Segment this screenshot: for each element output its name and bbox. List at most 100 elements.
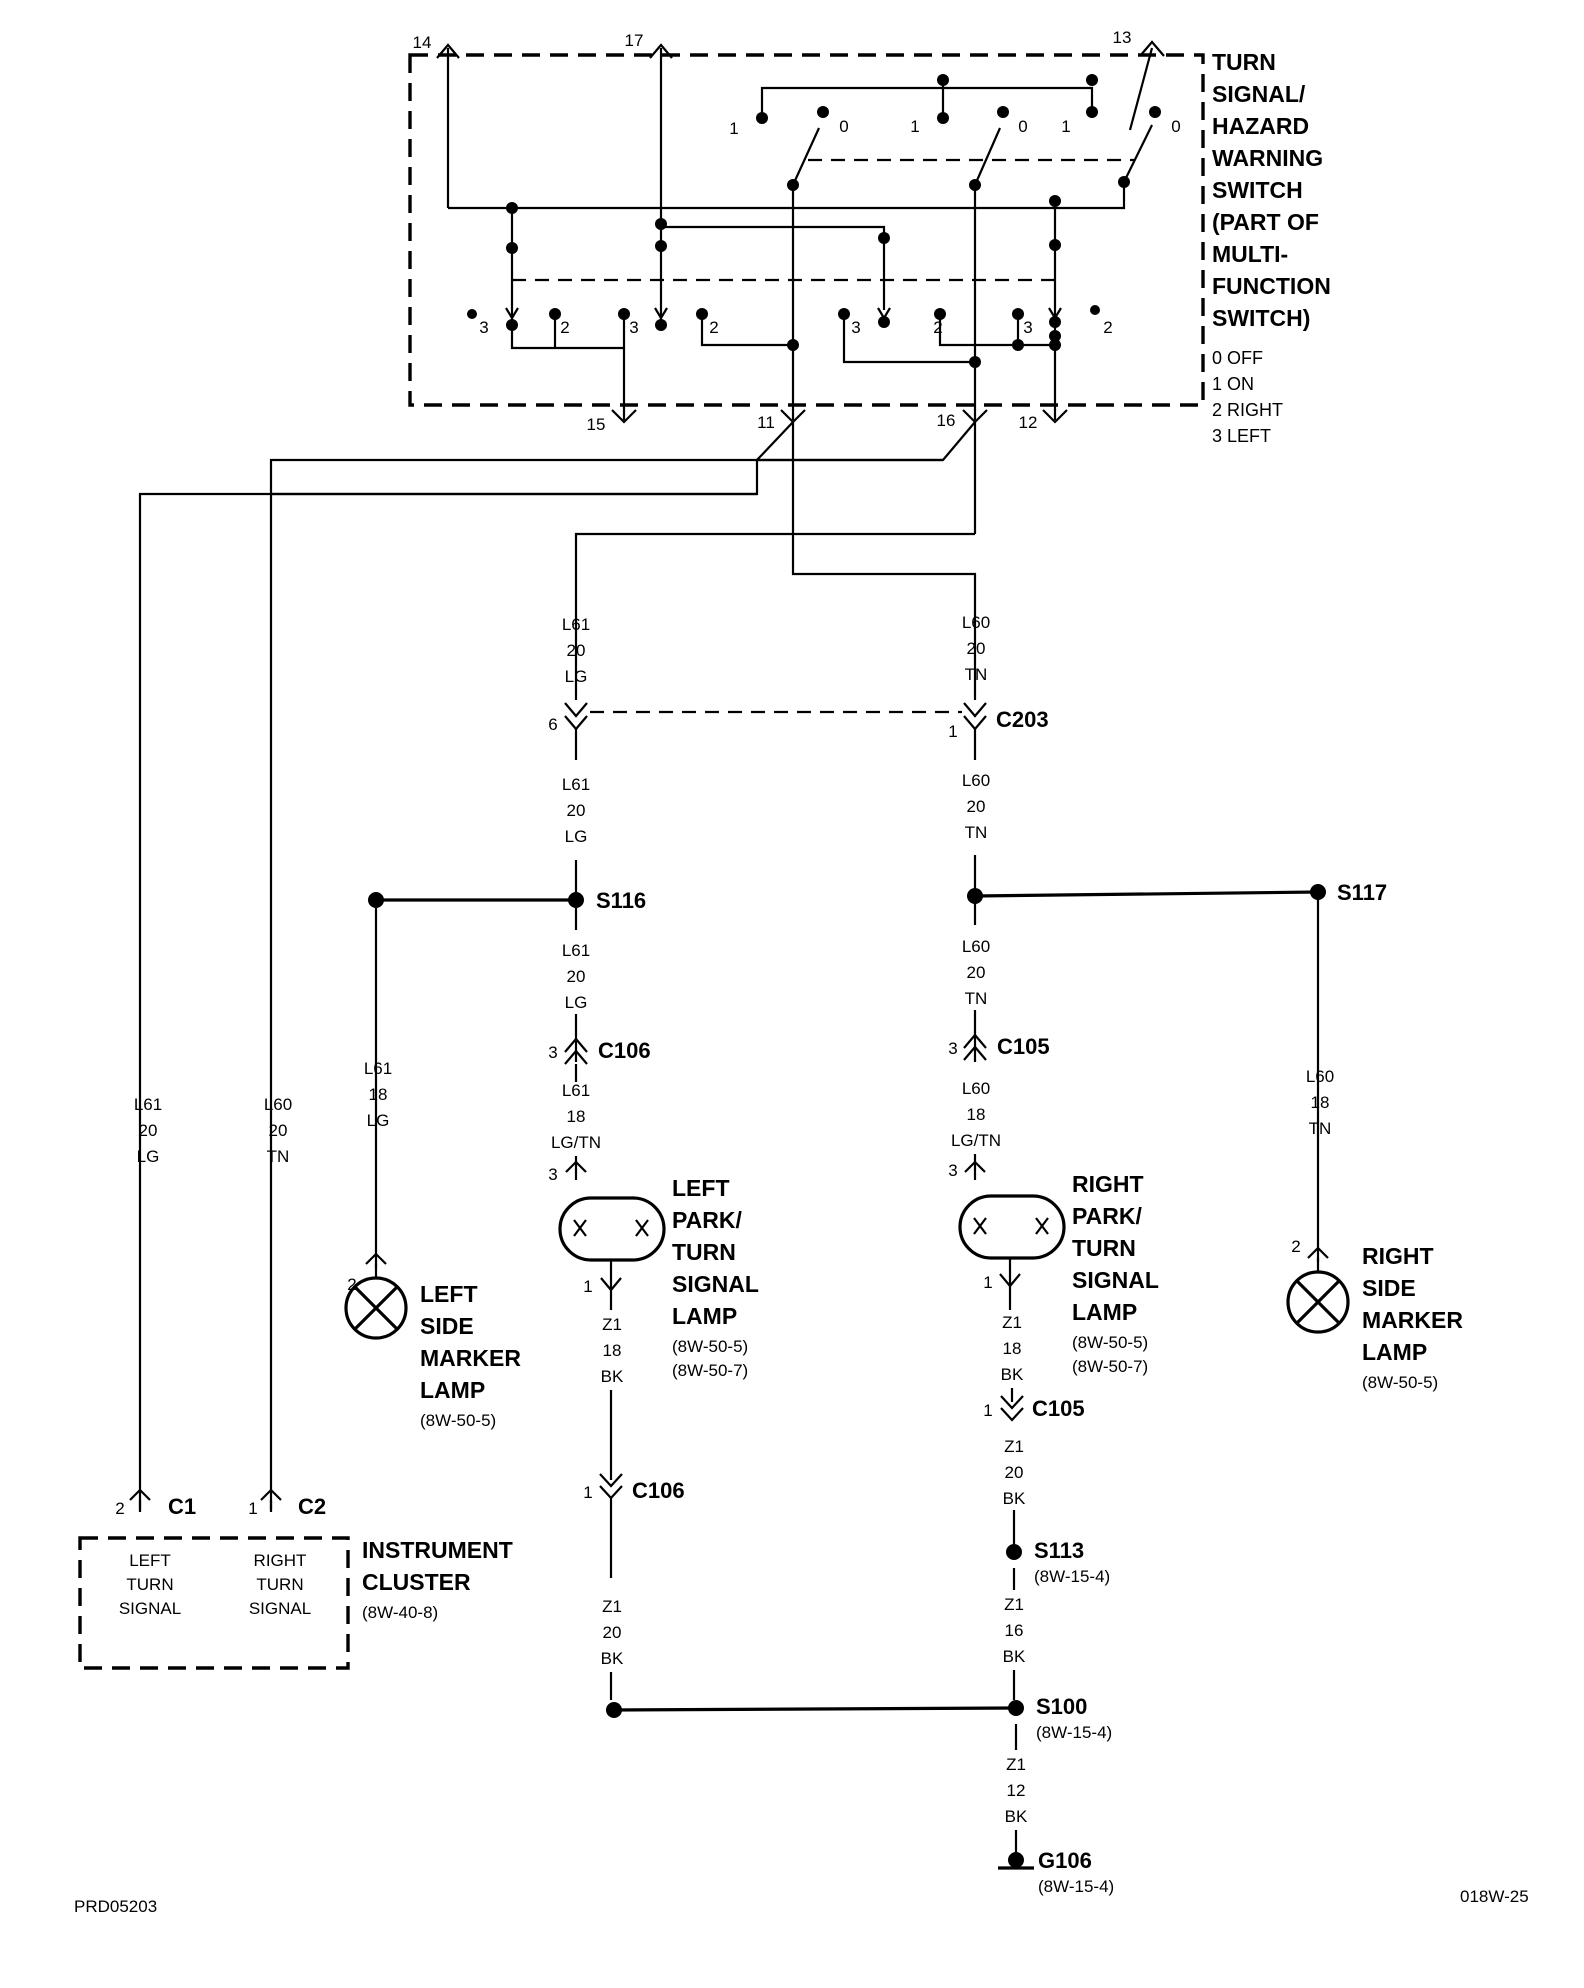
splice-ref: (8W-15-4) — [1034, 1567, 1110, 1586]
splice-ref: (8W-15-4) — [1036, 1723, 1112, 1742]
contact-label: 3 — [851, 318, 860, 337]
wire-circuit: L61 — [364, 1059, 392, 1078]
connector-name: C106 — [598, 1038, 651, 1063]
left-side-marker-lamp: L61 18 LG 2 LEFT SIDE MARKER LAMP (8W-50… — [344, 900, 521, 1430]
contact-label: 2 — [560, 318, 569, 337]
contact-label: 2 — [709, 318, 718, 337]
wire-gauge: 20 — [967, 963, 986, 982]
ground-icon — [998, 1852, 1034, 1870]
component-ref: (8W-50-5) — [420, 1411, 496, 1430]
switch-title-line: (PART OF — [1212, 209, 1319, 235]
component-label: SIDE — [420, 1313, 474, 1339]
wire-circuit: L60 — [962, 771, 990, 790]
pin-number: 2 — [347, 1275, 356, 1294]
component-label: PARK/ — [1072, 1203, 1142, 1229]
connector-name: C2 — [298, 1494, 326, 1519]
connector-name: C1 — [168, 1494, 196, 1519]
wire-gauge: 20 — [567, 641, 586, 660]
connector-name: C106 — [632, 1478, 685, 1503]
wire-color: LG/TN — [551, 1133, 601, 1152]
right-side-marker-lamp: L60 18 TN 2 RIGHT SIDE MARKER LAMP (8W-5… — [1286, 892, 1463, 1392]
contact-label: 1 — [1061, 117, 1070, 136]
right-trunk: L60 20 TN — [962, 613, 990, 684]
wire-circuit: L61 — [562, 1081, 590, 1100]
component-label: LEFT — [672, 1175, 730, 1201]
component-label: LEFT — [420, 1281, 478, 1307]
switch-legend-item: 1 ON — [1212, 374, 1254, 394]
footer-figure-id: PRD05203 — [74, 1897, 157, 1916]
pin-number: 2 — [115, 1499, 124, 1518]
left-ground-path: 1 Z1 18 BK 1 C106 Z1 20 BK — [583, 1260, 1017, 1718]
contact-label: 2 — [1103, 318, 1112, 337]
switch-title-line: HAZARD — [1212, 113, 1309, 139]
switch-output-wires — [138, 421, 977, 1510]
pin-number: 3 — [948, 1161, 957, 1180]
right-ground-path: 1 Z1 18 BK 1 C105 Z1 20 BK S113 (8W-15-4… — [983, 1258, 1114, 1896]
instrument-cluster: 2 C1 1 C2 LEFT TURN SIGNAL RIGHT TURN SI… — [78, 1488, 513, 1670]
wire-gauge: 20 — [967, 797, 986, 816]
pin-number: 2 — [1291, 1237, 1300, 1256]
terminal-number: 15 — [587, 415, 606, 434]
component-label: SIGNAL — [672, 1271, 759, 1297]
pin-number: 1 — [583, 1277, 592, 1296]
component-label: LAMP — [1362, 1339, 1427, 1365]
switch-legend-item: 3 LEFT — [1212, 426, 1271, 446]
component-label: LAMP — [420, 1377, 485, 1403]
pin-number: 1 — [983, 1401, 992, 1420]
left-trunk: L61 20 LG — [562, 615, 590, 700]
wire-gauge: 20 — [1005, 1463, 1024, 1482]
wire-color: TN — [1309, 1119, 1332, 1138]
wire-circuit: L60 — [962, 937, 990, 956]
wire-circuit: L61 — [562, 775, 590, 794]
pin-number: 3 — [948, 1039, 957, 1058]
switch-title-line: WARNING — [1212, 145, 1323, 171]
wire-color: LG — [565, 993, 588, 1012]
switch-title-line: FUNCTION — [1212, 273, 1331, 299]
switch-legend-item: 0 OFF — [1212, 348, 1263, 368]
wire-color: BK — [1001, 1365, 1024, 1384]
cluster-input-label: SIGNAL — [119, 1599, 181, 1618]
switch-legend-item: 2 RIGHT — [1212, 400, 1283, 420]
wire-gauge: 18 — [567, 1107, 586, 1126]
wire-circuit: L60 — [962, 613, 990, 632]
component-ref: (8W-50-5) — [1362, 1373, 1438, 1392]
wire-color: BK — [1003, 1489, 1026, 1508]
splice-s100: S100 — [1036, 1694, 1087, 1719]
wire-gauge: 18 — [603, 1341, 622, 1360]
wire-gauge: 20 — [567, 967, 586, 986]
wire-gauge: 18 — [967, 1105, 986, 1124]
wire-color: LG — [565, 827, 588, 846]
wire-circuit: Z1 — [1004, 1595, 1024, 1614]
splice-dot — [1008, 1700, 1024, 1716]
wire-gauge: 20 — [967, 639, 986, 658]
bulb-icon — [1295, 1279, 1341, 1325]
wire-gauge: 18 — [1311, 1093, 1330, 1112]
switch-terminals: 14 17 13 15 11 16 12 1 0 1 0 1 0 3 2 3 2… — [413, 28, 1181, 434]
wire-color: TN — [965, 665, 988, 684]
wire-gauge: 18 — [369, 1085, 388, 1104]
component-label: INSTRUMENT — [362, 1537, 513, 1563]
ground-ref: (8W-15-4) — [1038, 1877, 1114, 1896]
wire-gauge: 20 — [269, 1121, 288, 1140]
right-mid-wire: L60 20 TN S117 — [962, 729, 1387, 905]
switch-title-line: TURN — [1212, 49, 1276, 75]
wire-gauge: 12 — [1007, 1781, 1026, 1800]
wire-circuit: L60 — [264, 1095, 292, 1114]
wire-gauge: 16 — [1005, 1621, 1024, 1640]
component-label: TURN — [1072, 1235, 1136, 1261]
cluster-input-label: SIGNAL — [249, 1599, 311, 1618]
contact-label: 2 — [933, 318, 942, 337]
component-label: RIGHT — [1362, 1243, 1434, 1269]
contact-label: 3 — [1023, 318, 1032, 337]
contact-label: 0 — [839, 117, 848, 136]
contact-label: 0 — [1018, 117, 1027, 136]
component-ref: (8W-50-7) — [1072, 1357, 1148, 1376]
component-ref: (8W-50-7) — [672, 1361, 748, 1380]
component-label: RIGHT — [1072, 1171, 1144, 1197]
lamp-filament-icon — [973, 1217, 1049, 1235]
pin-number: 6 — [548, 715, 557, 734]
wire-circuit: Z1 — [1002, 1313, 1022, 1332]
contact-label: 0 — [1171, 117, 1180, 136]
right-park-feed: L60 20 TN 3 C105 L60 18 LG/TN 3 — [948, 896, 1050, 1180]
